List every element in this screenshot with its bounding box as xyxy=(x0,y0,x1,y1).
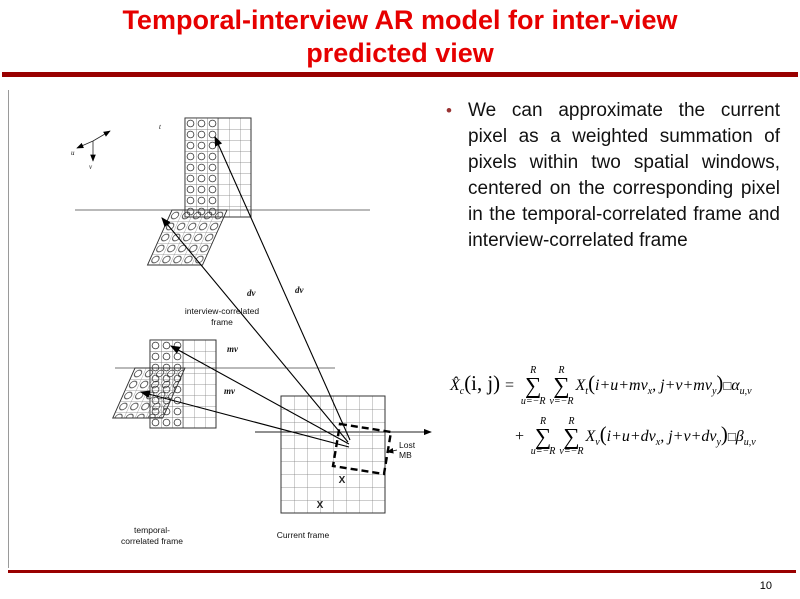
formula-lhs-sub: c xyxy=(459,386,465,398)
comma: , xyxy=(660,427,669,445)
page-number: 10 xyxy=(759,580,772,592)
box-glyph: □ xyxy=(723,378,732,394)
interview-frame-label-line1: interview-correlated xyxy=(185,306,259,316)
axis-glyph xyxy=(76,130,111,162)
bullet-item: • We can approximate the current pixel a… xyxy=(446,98,780,254)
plus-sign: + xyxy=(514,427,529,445)
mv-label-2: mv xyxy=(224,386,236,396)
mv-arrow-2 xyxy=(139,390,350,448)
term1-arg2: j+v+mv xyxy=(660,377,712,395)
sum-over-u: R∑u=−R xyxy=(530,415,556,458)
term1-coef-sub: u,v xyxy=(739,386,752,398)
sum-symbol: ∑ xyxy=(524,373,542,398)
footer-divider xyxy=(8,570,796,573)
term1-base: X xyxy=(575,377,586,395)
sum-lower-limit-v: v=−R xyxy=(549,395,574,407)
temporal-frame-label-line1: temporal- xyxy=(134,525,170,535)
interview-frame-grid xyxy=(184,117,252,218)
term1-arg1: i+u+mv xyxy=(595,377,648,395)
lost-mb-pointer xyxy=(386,447,398,454)
term2-arg1-sub: x xyxy=(655,436,661,448)
sum-symbol: ∑ xyxy=(563,423,580,449)
term2-sub: v xyxy=(595,436,600,448)
page-title-line1: Temporal-interview AR model for inter-vi… xyxy=(122,5,678,35)
term1-arg1-sub: x xyxy=(647,386,653,398)
term1-coef: α xyxy=(731,377,740,395)
open-paren: ( xyxy=(599,422,607,446)
dv-label-2: dv xyxy=(295,285,305,295)
axis-u-label: u xyxy=(71,149,75,157)
axis-v-label: v xyxy=(89,163,93,171)
term1-arg2-sub: y xyxy=(711,386,717,398)
ar-model-diagram: v u t X X xyxy=(71,117,432,546)
left-border-line xyxy=(8,90,9,568)
sum-upper-limit: R xyxy=(568,415,575,427)
title-divider xyxy=(2,72,798,77)
bullet-marker: • xyxy=(446,101,452,120)
term2-coef-sub: u,v xyxy=(743,436,756,448)
bullet-text: We can approximate the current pixel as … xyxy=(468,100,780,251)
sum-upper-limit: R xyxy=(530,365,537,376)
term2-base: X xyxy=(585,427,596,445)
term1-sub: t xyxy=(585,386,589,398)
sum-over-u: R∑u=−R xyxy=(521,366,546,407)
sum-upper-limit: R xyxy=(540,415,547,427)
close-paren: ) xyxy=(716,372,724,396)
page-title: Temporal-interview AR model for inter-vi… xyxy=(50,4,750,70)
pixel-x-mark-2: X xyxy=(317,500,324,511)
lost-mb-box xyxy=(331,422,393,476)
pixel-x-mark-1: X xyxy=(339,475,346,486)
current-frame-grid xyxy=(280,395,386,514)
current-frame-label: Current frame xyxy=(277,530,330,540)
formula-equals: = xyxy=(500,377,519,395)
open-paren: ( xyxy=(588,372,595,396)
sum-lower-limit-u: u=−R xyxy=(530,446,556,458)
formula-lhs-base: X̂ xyxy=(450,377,460,395)
term2-coef: β xyxy=(735,427,744,445)
comma: , xyxy=(652,377,661,395)
dv-arrow-1 xyxy=(214,135,351,441)
sum-lower-limit-v: v=−R xyxy=(559,446,584,458)
sum-over-v: R∑v=−R xyxy=(559,415,584,458)
sum-lower-limit-u: u=−R xyxy=(520,395,546,407)
lost-mb-label-line1: Lost xyxy=(399,440,416,450)
interview-frame-sheared-grid xyxy=(146,209,228,266)
formula-lhs-args: (i, j) xyxy=(464,372,501,396)
lost-mb-label-line2: MB xyxy=(399,450,412,460)
dv-label-1: dv xyxy=(247,288,257,298)
temporal-frame-label-line2: correlated frame xyxy=(121,536,183,546)
mv-arrow-1 xyxy=(170,345,350,445)
term2-arg1: i+u+dv xyxy=(606,427,656,445)
sum-symbol: ∑ xyxy=(553,373,570,398)
interview-frame-label-line2: frame xyxy=(211,317,233,327)
box-glyph: □ xyxy=(727,428,736,444)
sum-symbol: ∑ xyxy=(534,423,552,449)
close-paren: ) xyxy=(720,422,728,446)
sum-over-v: R∑v=−R xyxy=(549,366,573,407)
sum-upper-limit: R xyxy=(558,365,565,376)
mv-label-1: mv xyxy=(227,344,239,354)
term2-arg2: j+v+dv xyxy=(668,427,717,445)
page-title-line2: predicted view xyxy=(306,37,494,68)
term2-arg2-sub: y xyxy=(716,436,721,448)
dv-arrow-2 xyxy=(161,217,349,443)
axis-t-label: t xyxy=(159,123,162,131)
